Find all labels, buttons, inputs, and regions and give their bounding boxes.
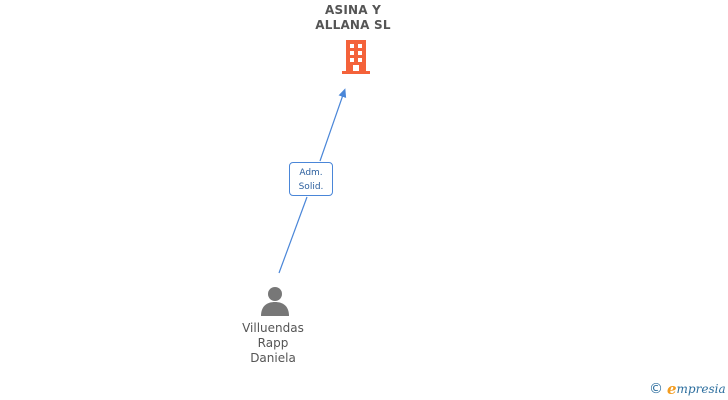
company-name-line1: ASINA Y: [325, 3, 381, 17]
relation-label-line2: Solid.: [298, 182, 324, 192]
company-name[interactable]: ASINA Y ALLANA SL: [288, 3, 418, 33]
company-name-line2: ALLANA SL: [315, 18, 391, 32]
relation-label-line1: Adm.: [299, 168, 323, 178]
edge-line-lower: [278, 196, 308, 274]
logo-letter-e: e: [667, 380, 677, 398]
person-name-line2: Rapp: [257, 336, 289, 350]
relation-badge[interactable]: Adm. Solid.: [289, 162, 333, 196]
copyright-icon: ©: [649, 381, 663, 397]
person-name[interactable]: Villuendas Rapp Daniela: [213, 321, 333, 366]
empresia-logo[interactable]: © e mpresia: [649, 380, 726, 398]
person-name-line3: Daniela: [250, 351, 296, 365]
logo-text: mpresia: [676, 382, 726, 396]
building-icon[interactable]: [340, 40, 372, 74]
person-name-line1: Villuendas: [242, 321, 304, 335]
edge-line-upper: [319, 88, 347, 162]
person-icon[interactable]: [259, 285, 291, 317]
